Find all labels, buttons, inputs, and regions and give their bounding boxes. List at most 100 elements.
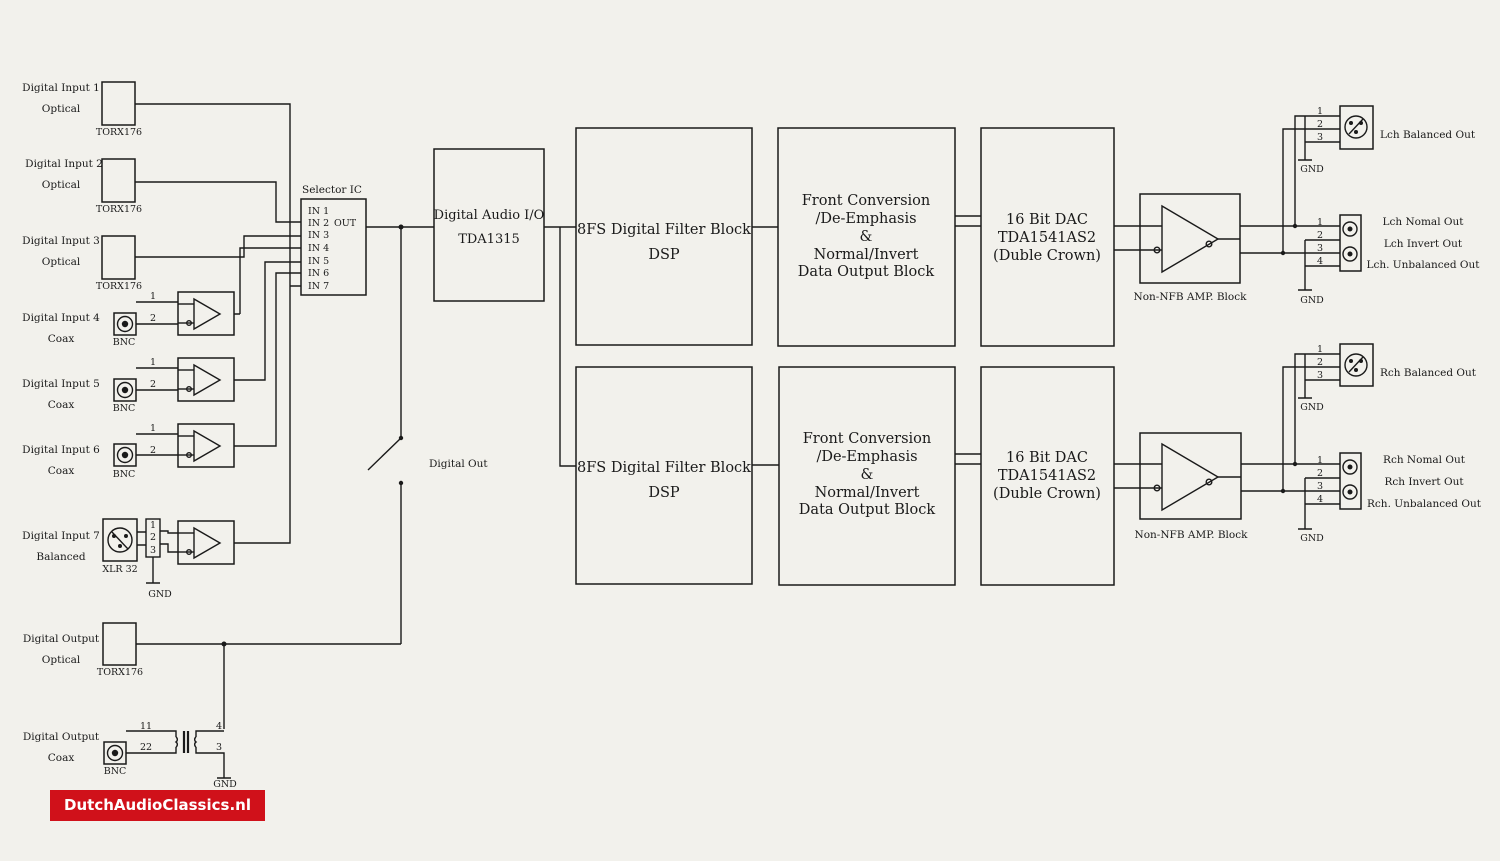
input-5-name: Digital Input 5 bbox=[22, 378, 100, 390]
dac-note: (Duble Crown) bbox=[993, 248, 1101, 264]
xlr-output-icon bbox=[1339, 105, 1374, 150]
digital-input-5: Digital Input 5 Coax BNC 1 2 bbox=[22, 357, 235, 414]
torx-connector-icon bbox=[102, 622, 137, 666]
right-outputs: 1 2 3 GND Rch Balanced Out 1 2 3 4 GND R… bbox=[1241, 343, 1482, 544]
filter-block-left: 8FS Digital Filter Block DSP bbox=[575, 127, 753, 346]
conversion-label: Data Output Block bbox=[799, 502, 936, 518]
digital-output-coax: Digital Output Coax BNC 11 22 4 3 GND bbox=[23, 721, 237, 790]
lch-normal-label: Lch Nomal Out bbox=[1383, 216, 1465, 228]
digital-output-coax-name: Digital Output bbox=[23, 731, 100, 743]
conversion-label: & bbox=[861, 467, 874, 483]
pin-label: 3 bbox=[1317, 481, 1323, 492]
input-3-part: TORX176 bbox=[96, 281, 142, 292]
input-wires bbox=[135, 103, 301, 544]
filter-label: 8FS Digital Filter Block bbox=[577, 222, 751, 238]
rch-normal-label: Rch Nomal Out bbox=[1383, 454, 1466, 466]
digital-input-1: Digital Input 1 Optical TORX176 bbox=[22, 81, 142, 138]
dai-to-filter-wires bbox=[544, 226, 576, 467]
digital-output-coax-part: BNC bbox=[104, 766, 127, 777]
digital-output-optical: Digital Output Optical TORX176 bbox=[23, 622, 143, 678]
pin-label: 3 bbox=[150, 545, 156, 556]
input-2-name: Digital Input 2 bbox=[25, 158, 103, 170]
rch-balanced-label: Rch Balanced Out bbox=[1380, 367, 1477, 379]
conversion-label: Data Output Block bbox=[798, 264, 935, 280]
torx-connector-icon bbox=[101, 235, 136, 280]
filter-label: 8FS Digital Filter Block bbox=[577, 460, 751, 476]
pin-label: 2 bbox=[1317, 468, 1323, 479]
dac-note: (Duble Crown) bbox=[993, 486, 1101, 502]
dac-block-left: 16 Bit DAC TDA1541AS2 (Duble Crown) bbox=[980, 127, 1115, 347]
xlr-output-icon bbox=[1339, 343, 1374, 387]
dac-label: 16 Bit DAC bbox=[1006, 450, 1088, 466]
gnd-label: GND bbox=[148, 589, 172, 600]
amp-block-left: Non-NFB AMP. Block bbox=[1134, 193, 1248, 303]
torx-connector-icon bbox=[101, 158, 136, 203]
input-3-name: Digital Input 3 bbox=[22, 235, 100, 247]
selector-in-label: IN 5 bbox=[308, 256, 329, 267]
digital-out-label: Digital Out bbox=[429, 458, 488, 470]
conversion-label: & bbox=[860, 229, 873, 245]
gnd-label: GND bbox=[1300, 402, 1324, 413]
input-6-name: Digital Input 6 bbox=[22, 444, 100, 456]
bnc-connector-icon bbox=[113, 443, 137, 467]
input-4-name: Digital Input 4 bbox=[22, 312, 100, 324]
xlr-connector-icon bbox=[102, 518, 138, 562]
receiver-amp-icon bbox=[177, 291, 235, 336]
conversion-label: Front Conversion bbox=[803, 431, 932, 447]
conversion-label: Normal/Invert bbox=[815, 485, 920, 501]
dai-label: Digital Audio I/O bbox=[434, 208, 545, 223]
input-3-type: Optical bbox=[42, 256, 81, 268]
conversion-block-right: Front Conversion /De-Emphasis & Normal/I… bbox=[778, 366, 956, 586]
bnc-connector-icon bbox=[113, 378, 137, 402]
gnd-label: GND bbox=[213, 779, 237, 790]
pin-label: 2 bbox=[1317, 230, 1323, 241]
lch-unbalanced-label: Lch. Unbalanced Out bbox=[1366, 259, 1480, 271]
pin-label: 2 bbox=[1317, 357, 1323, 368]
amp-label: Non-NFB AMP. Block bbox=[1135, 529, 1249, 541]
dai-chip: TDA1315 bbox=[458, 232, 520, 247]
digital-output-optical-type: Optical bbox=[42, 654, 81, 666]
selector-out-wire bbox=[366, 226, 434, 644]
left-outputs: 1 2 3 GND Lch Balanced Out 1 2 3 4 GND L… bbox=[1240, 105, 1480, 306]
amp-label: Non-NFB AMP. Block bbox=[1134, 291, 1248, 303]
input-7-name: Digital Input 7 bbox=[22, 530, 100, 542]
digital-output-coax-type: Coax bbox=[48, 752, 75, 764]
pin-label: 3 bbox=[1317, 370, 1323, 381]
amp-block-right: Non-NFB AMP. Block bbox=[1135, 432, 1249, 541]
gnd-label: GND bbox=[1300, 295, 1324, 306]
selector-out-label: OUT bbox=[334, 218, 357, 229]
receiver-amp-icon bbox=[177, 520, 235, 565]
pin-label: 2 bbox=[150, 532, 156, 543]
conversion-label: /De-Emphasis bbox=[815, 211, 916, 227]
input-7-part: XLR 32 bbox=[102, 564, 137, 575]
dac-block-right: 16 Bit DAC TDA1541AS2 (Duble Crown) bbox=[980, 366, 1115, 586]
pin-label: 3 bbox=[1317, 243, 1323, 254]
rca-output-icon bbox=[1339, 452, 1362, 510]
digital-input-7: Digital Input 7 Balanced XLR 32 1 2 3 GN… bbox=[22, 518, 235, 600]
digital-audio-io-block: Digital Audio I/O TDA1315 bbox=[433, 148, 545, 302]
conversion-block-left: Front Conversion /De-Emphasis & Normal/I… bbox=[777, 127, 956, 347]
pin-label: 3 bbox=[216, 742, 222, 753]
rch-invert-label: Rch Invert Out bbox=[1384, 476, 1464, 488]
conversion-label: Normal/Invert bbox=[814, 247, 919, 263]
pin-label: 1 bbox=[1317, 344, 1323, 355]
pin-label: 4 bbox=[1317, 494, 1323, 505]
input-6-part: BNC bbox=[113, 469, 136, 480]
pin-label: 2 bbox=[150, 379, 156, 390]
digital-input-2: Digital Input 2 Optical TORX176 bbox=[25, 158, 142, 215]
torx-connector-icon bbox=[101, 81, 136, 126]
pin-label: 1 bbox=[1317, 455, 1323, 466]
selector-in-label: IN 4 bbox=[308, 243, 329, 254]
input-1-part: TORX176 bbox=[96, 127, 142, 138]
input-4-part: BNC bbox=[113, 337, 136, 348]
filter-block-right: 8FS Digital Filter Block DSP bbox=[575, 366, 753, 585]
bnc-connector-icon bbox=[113, 312, 137, 336]
input-2-part: TORX176 bbox=[96, 204, 142, 215]
conversion-label: Front Conversion bbox=[802, 193, 931, 209]
pulse-transformer-icon bbox=[126, 730, 231, 779]
pin-label: 1 bbox=[1317, 106, 1323, 117]
bnc-connector-icon bbox=[103, 741, 127, 765]
filter-dsp: DSP bbox=[648, 485, 680, 501]
gnd-label: GND bbox=[1300, 164, 1324, 175]
